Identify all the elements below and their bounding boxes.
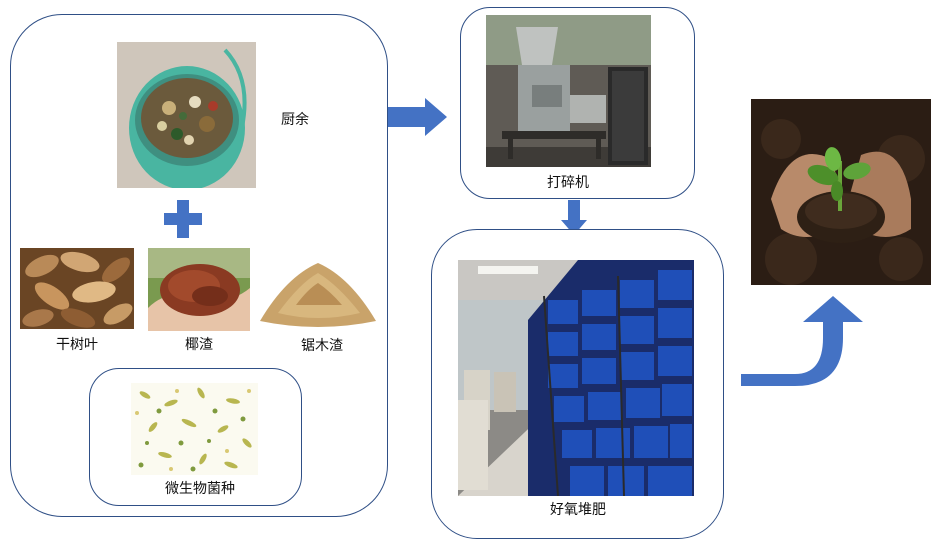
coconut-husk-label: 椰渣 bbox=[185, 337, 213, 353]
dry-leaves-photo bbox=[20, 248, 134, 329]
soil-sprout-photo bbox=[751, 99, 931, 285]
coconut-husk-photo bbox=[148, 248, 250, 331]
composting-label: 好氧堆肥 bbox=[550, 502, 606, 518]
arrow-down-icon bbox=[561, 200, 587, 235]
sawdust-photo bbox=[256, 253, 380, 333]
food-waste-photo bbox=[117, 42, 256, 188]
arrow-right-icon bbox=[388, 98, 447, 136]
microbe-label: 微生物菌种 bbox=[165, 481, 235, 497]
shredder-photo bbox=[486, 15, 651, 167]
food-waste-label: 厨余 bbox=[281, 112, 309, 128]
shredder-label: 打碎机 bbox=[547, 175, 589, 191]
sawdust-label: 锯木渣 bbox=[301, 338, 343, 354]
plus-icon bbox=[164, 200, 202, 238]
curved-arrow-up-icon bbox=[741, 296, 865, 388]
dry-leaves-label: 干树叶 bbox=[56, 337, 98, 353]
composting-photo bbox=[458, 260, 694, 496]
microbe-photo bbox=[131, 383, 258, 475]
